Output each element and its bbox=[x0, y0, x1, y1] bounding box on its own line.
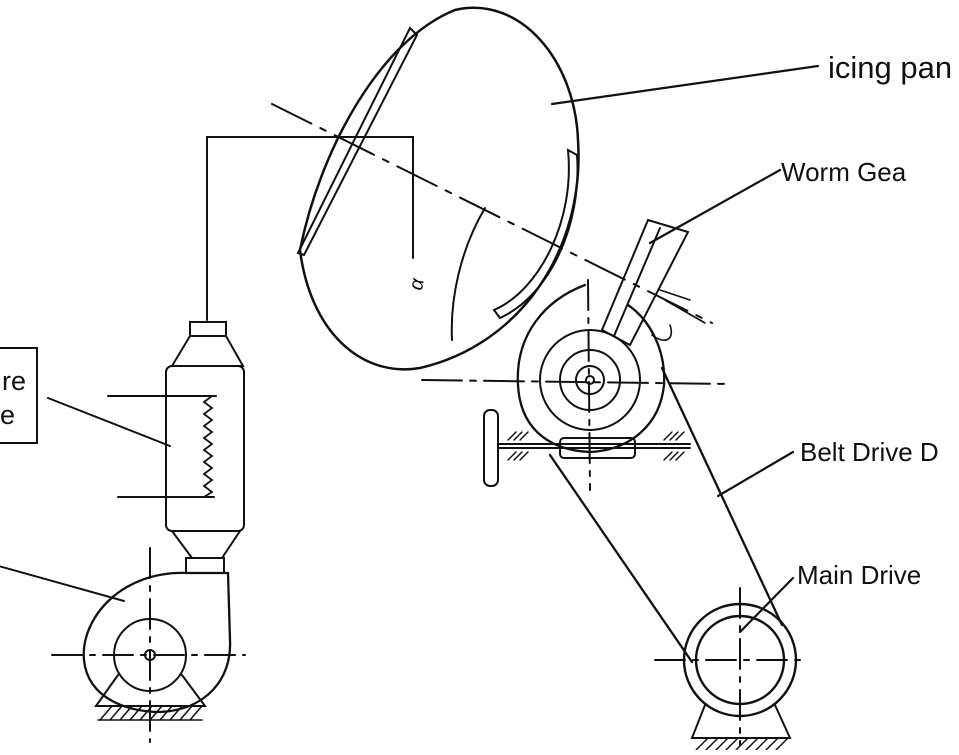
heater-collar bbox=[185, 557, 225, 574]
gear-housing bbox=[516, 283, 666, 454]
left-label-line2: e bbox=[0, 400, 15, 430]
belt-drive-leader bbox=[716, 450, 795, 498]
left-label-box bbox=[0, 347, 38, 444]
heater-coil bbox=[202, 395, 214, 498]
worm-gear-leader bbox=[648, 168, 782, 245]
icing-pan-label: icing pan bbox=[828, 50, 952, 85]
blower-leader bbox=[0, 565, 125, 602]
heater-neck bbox=[171, 530, 241, 559]
motor-ground-hatch bbox=[695, 737, 789, 751]
worm-wheel-center bbox=[585, 375, 595, 385]
alpha-symbol: α bbox=[405, 276, 429, 292]
pan-rim-left bbox=[296, 26, 419, 257]
heater-body bbox=[165, 365, 245, 532]
hand-wheel-shaft bbox=[483, 409, 691, 487]
motor-base bbox=[690, 704, 792, 739]
left-label-line1: re bbox=[2, 366, 26, 396]
heater bbox=[107, 321, 245, 574]
pan-body bbox=[298, 6, 580, 371]
belt-right bbox=[660, 366, 784, 627]
blower-housing bbox=[82, 571, 232, 714]
bearing-left-hatch bbox=[507, 431, 529, 461]
pan-inner-arc bbox=[450, 207, 486, 341]
gear-small-detail bbox=[651, 289, 706, 341]
belt-drive-label: Belt Drive D bbox=[800, 437, 939, 467]
gear-centerline-v bbox=[587, 279, 591, 491]
shaft-coupling bbox=[559, 437, 636, 459]
heater-cap bbox=[189, 321, 227, 337]
worm-gear-label: Worm Gea bbox=[781, 157, 907, 187]
heater-pipe bbox=[206, 136, 414, 321]
left-label-leader bbox=[47, 397, 171, 447]
main-drive-label: Main Drive bbox=[797, 560, 921, 590]
blower bbox=[51, 547, 246, 743]
bearing-right-hatch bbox=[663, 431, 685, 461]
worm-gear-assembly bbox=[421, 218, 731, 491]
pan-rim-right bbox=[492, 148, 579, 320]
worm-shaft-line bbox=[613, 227, 661, 337]
pan-axis bbox=[271, 103, 713, 324]
main-drive-leader bbox=[738, 576, 795, 634]
icing-pan-leader bbox=[550, 64, 820, 106]
hand-wheel bbox=[483, 409, 499, 487]
worm-wheel-outer bbox=[539, 329, 641, 431]
worm-shaft-housing bbox=[600, 218, 690, 347]
belt-left bbox=[548, 453, 694, 664]
heater-top-cone bbox=[170, 335, 245, 367]
icing-pan bbox=[296, 6, 580, 371]
gear-centerline-h bbox=[421, 379, 731, 385]
blower-ground-hatch bbox=[97, 705, 203, 721]
main-drive-motor bbox=[654, 587, 809, 751]
